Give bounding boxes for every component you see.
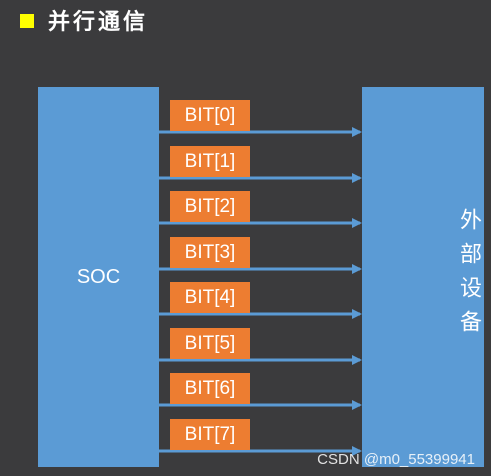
external-device-label: 外部设备: [362, 208, 484, 344]
bit-label-1: BIT[1]: [170, 146, 250, 177]
external-device-block: 外部设备: [362, 87, 484, 467]
square-bullet-icon: [20, 14, 34, 28]
bit-label-0: BIT[0]: [170, 100, 250, 131]
bit-label-2: BIT[2]: [170, 191, 250, 222]
watermark: CSDN @m0_55399941: [317, 451, 475, 468]
bit-label-4: BIT[4]: [170, 282, 250, 313]
bit-label-3: BIT[3]: [170, 237, 250, 268]
soc-label: SOC: [76, 265, 121, 288]
external-device-label-text: 外部设备: [456, 208, 481, 344]
slide-title: 并行通信: [48, 10, 149, 35]
bit-label-6: BIT[6]: [170, 373, 250, 404]
bit-label-5: BIT[5]: [170, 328, 250, 359]
slide-title-row: 并行通信: [20, 4, 148, 36]
soc-block: SOC: [38, 87, 159, 467]
bit-label-7: BIT[7]: [170, 419, 250, 450]
